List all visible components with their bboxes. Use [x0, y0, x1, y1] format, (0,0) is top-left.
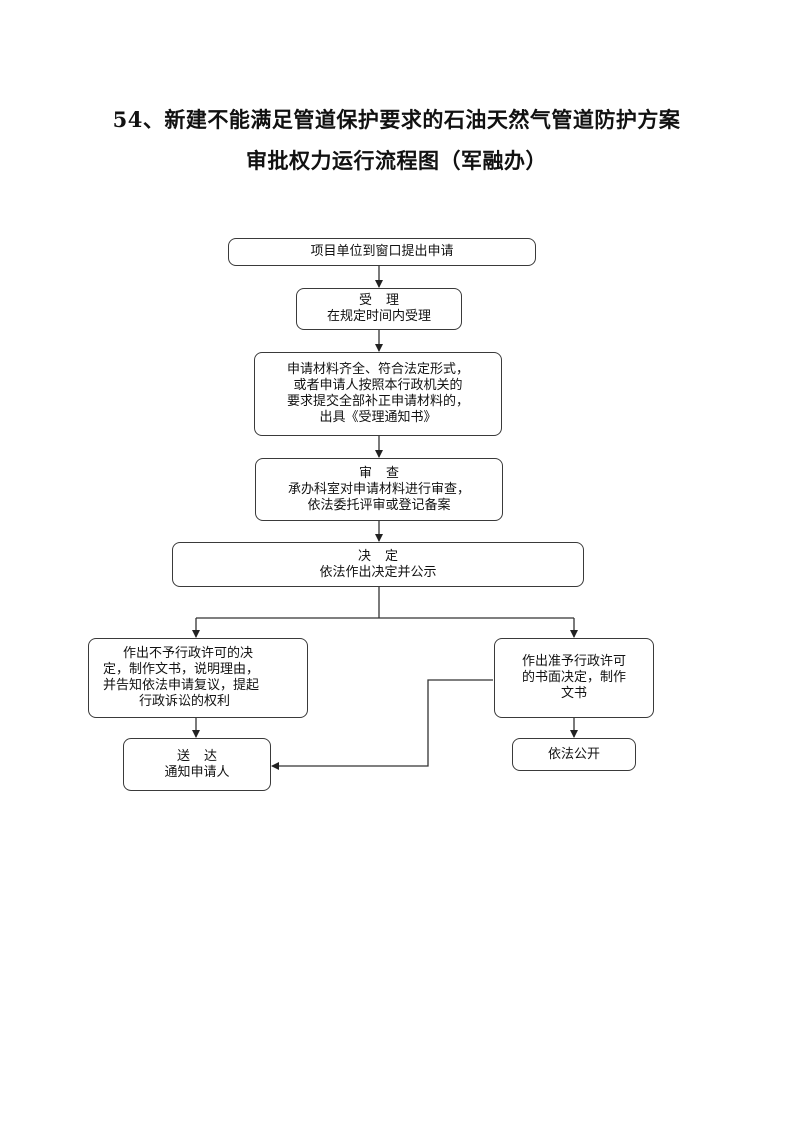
diagram-title-line-1: 54、新建不能满足管道保护要求的石油天然气管道防护方案 [112, 107, 681, 132]
node-reject-line-1: 作出不予行政许可的决 [123, 646, 254, 661]
node-materials-line-3: 要求提交全部补正申请材料的， [286, 394, 469, 409]
node-accept: 受理 在规定时间内受理 [296, 288, 462, 330]
node-deliver-text: 通知申请人 [164, 764, 230, 780]
node-publish-text: 依法公开 [547, 746, 600, 762]
node-decision-text: 依法作出决定并公示 [319, 564, 437, 580]
node-publish: 依法公开 [512, 738, 636, 771]
node-decision-heading: 决定 [357, 548, 412, 564]
node-materials-line-1: 申请材料齐全、符合法定形式， [286, 362, 469, 377]
node-reject-line-2: 定，制作文书，说明理由， [103, 662, 260, 677]
node-materials: 申请材料齐全、符合法定形式， 或者申请人按照本行政机关的 要求提交全部补正申请材… [254, 352, 502, 436]
diagram-title-line-2: 审批权力运行流程图（军融办） [246, 148, 547, 173]
node-reject-line-4: 行政诉讼的权利 [139, 694, 231, 709]
node-materials-line-4: 出具《受理通知书》 [319, 410, 437, 425]
node-deliver-heading: 送达 [176, 748, 231, 764]
node-apply: 项目单位到窗口提出申请 [228, 238, 536, 266]
node-materials-line-2: 或者申请人按照本行政机关的 [293, 378, 463, 393]
node-reject-line-3: 并告知依法申请复议，提起 [103, 678, 260, 693]
node-review: 审查 承办科室对申请材料进行审查， 依法委托评审或登记备案 [255, 458, 503, 521]
node-review-line-1: 承办科室对申请材料进行审查， [287, 481, 470, 497]
node-review-heading: 审查 [358, 465, 413, 481]
node-review-line-2: 依法委托评审或登记备案 [307, 497, 451, 513]
node-decision: 决定 依法作出决定并公示 [172, 542, 584, 587]
node-approve-line-2: 的书面决定，制作 [521, 670, 626, 685]
arrow-approve-to-deliver [271, 679, 493, 770]
node-approve: 作出准予行政许可 的书面决定，制作 文书 [494, 638, 654, 718]
node-reject: 作出不予行政许可的决 定，制作文书，说明理由， 并告知依法申请复议，提起 行政诉… [88, 638, 308, 718]
node-deliver: 送达 通知申请人 [123, 738, 271, 791]
node-approve-line-1: 作出准予行政许可 [521, 654, 626, 669]
node-approve-line-3: 文书 [560, 686, 587, 701]
node-accept-text: 在规定时间内受理 [326, 309, 431, 324]
node-accept-heading: 受理 [358, 293, 413, 308]
node-apply-text: 项目单位到窗口提出申请 [310, 244, 454, 259]
